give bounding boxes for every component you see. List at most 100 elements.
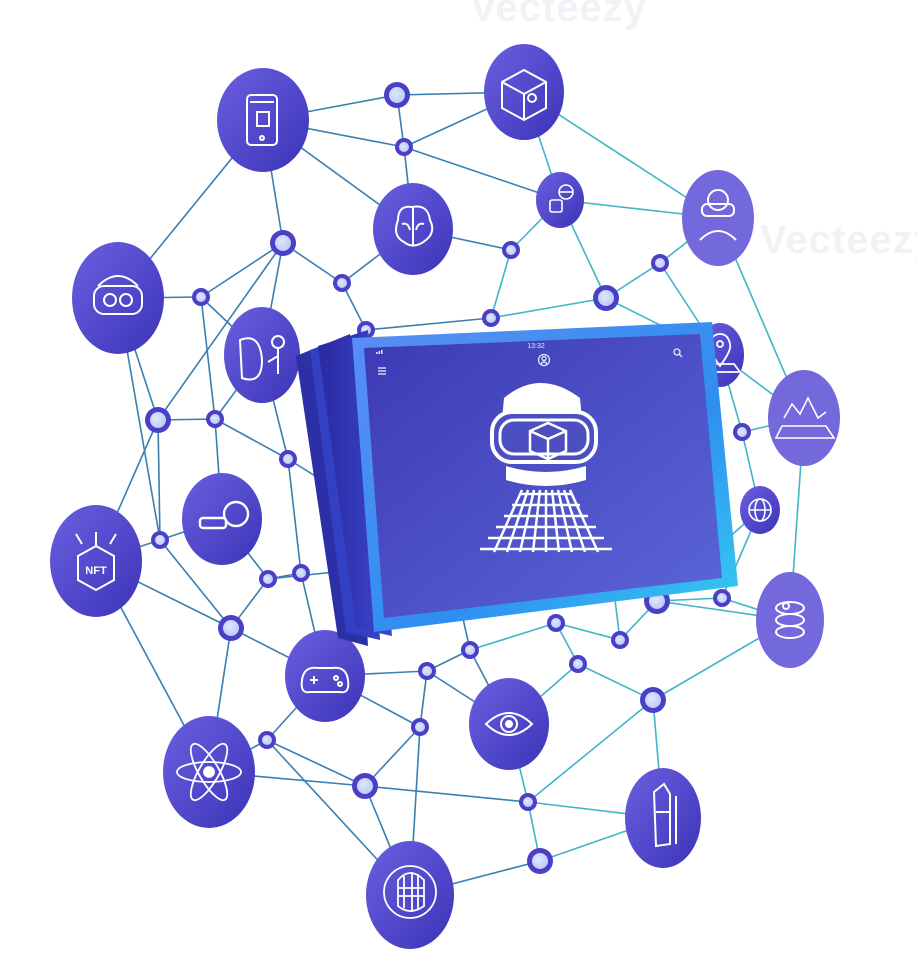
network-junction-core xyxy=(655,258,665,268)
network-edge xyxy=(157,419,161,541)
vr-avatar-icon xyxy=(480,383,612,553)
network-edge xyxy=(490,249,512,319)
network-edge xyxy=(266,739,366,787)
node-fingerprint xyxy=(366,841,454,949)
network-edge xyxy=(200,296,216,420)
hologram-icon xyxy=(238,335,285,381)
brain-icon xyxy=(395,205,434,247)
network-junction-core xyxy=(532,853,548,869)
network-edge xyxy=(403,146,561,201)
network-edge xyxy=(364,785,529,803)
phone-nft-icon xyxy=(246,94,278,146)
eye-icon xyxy=(484,712,534,736)
wireframe-body xyxy=(480,489,612,553)
network-edge xyxy=(365,317,492,331)
search-icon[interactable] xyxy=(673,348,683,358)
terrain-map-icon xyxy=(774,396,836,439)
network-junction-core xyxy=(422,666,432,676)
wireframe-column xyxy=(505,489,530,553)
network-junction-core xyxy=(262,735,272,745)
network-junction-core xyxy=(263,574,273,584)
node-atom xyxy=(163,716,255,828)
network-junction-core xyxy=(150,412,166,428)
signal-icon xyxy=(376,350,383,354)
crypto-coins-icon xyxy=(775,601,805,639)
network-junction-core xyxy=(196,292,206,302)
node-hologram xyxy=(224,307,300,403)
network-junction-core xyxy=(506,245,516,255)
robot-globe-icon xyxy=(549,184,574,213)
node-phone xyxy=(217,68,309,172)
network-edge xyxy=(469,622,557,651)
network-junction-core xyxy=(465,645,475,655)
node-globe xyxy=(740,486,780,534)
network-junction-core xyxy=(389,87,405,103)
metaverse-cube-icon xyxy=(501,68,547,122)
profile-icon[interactable] xyxy=(537,353,551,367)
wireframe-column xyxy=(492,489,524,553)
network-junction-core xyxy=(737,427,747,437)
network-junction-core xyxy=(486,313,496,323)
menu-icon[interactable] xyxy=(378,367,386,375)
network-junction-core xyxy=(155,535,165,545)
nft-label: NFT xyxy=(85,565,107,577)
network-junctions xyxy=(145,82,751,874)
node-vr-user xyxy=(682,170,754,266)
network-edge xyxy=(364,726,421,787)
network-junction-core xyxy=(210,414,220,424)
network-edge xyxy=(159,539,232,629)
node-brain xyxy=(373,183,453,275)
network-edge xyxy=(527,699,654,803)
cube-icon xyxy=(528,421,568,461)
network-junction-core xyxy=(523,797,533,807)
node-vr-pen xyxy=(625,768,701,868)
node-coins xyxy=(756,572,824,668)
vr-pen-icon xyxy=(652,782,677,848)
icon-nodes: NFT xyxy=(50,44,840,949)
node-eye xyxy=(469,678,549,770)
node-nft: NFT xyxy=(50,505,142,617)
network-junction-core xyxy=(296,568,306,578)
network-junction-core xyxy=(573,659,583,669)
node-vr-headset xyxy=(72,242,164,354)
node-cube xyxy=(484,44,564,140)
network-edge xyxy=(490,297,607,319)
network-edge xyxy=(157,242,284,421)
magnifier-icon xyxy=(198,500,250,530)
network-junction-core xyxy=(717,593,727,603)
network-junction-core xyxy=(357,778,373,794)
game-controller-icon xyxy=(300,666,350,694)
network-edge xyxy=(577,663,654,701)
vr-user-icon xyxy=(699,189,737,241)
tablet-status-bar: 13:32 xyxy=(376,343,545,354)
network-edge xyxy=(200,242,284,298)
wireframe-column xyxy=(550,489,561,553)
network-junction-core xyxy=(283,454,293,464)
network-junction-core xyxy=(415,722,425,732)
globe-icon xyxy=(748,498,772,522)
node-magnifier xyxy=(182,473,262,565)
wireframe-column xyxy=(518,489,536,553)
network-edge xyxy=(214,418,289,460)
nft-badge-icon xyxy=(75,532,117,592)
network-junction-core xyxy=(337,278,347,288)
network-junction-core xyxy=(645,692,661,708)
network-edge xyxy=(419,670,428,728)
wireframe-column xyxy=(568,489,600,553)
network-junction-core xyxy=(615,635,625,645)
network-junction-core xyxy=(649,593,665,609)
wireframe-column xyxy=(562,489,587,553)
status-time: 13:32 xyxy=(527,343,545,350)
network-junction-core xyxy=(275,235,291,251)
atom-icon xyxy=(176,742,242,802)
network-edge xyxy=(287,458,302,574)
vr-headset-icon xyxy=(93,275,143,315)
node-robot-globe xyxy=(536,172,584,228)
tablet-device: 13:32 xyxy=(296,322,738,646)
network-junction-core xyxy=(551,618,561,628)
network-edge xyxy=(555,622,621,641)
wireframe-column xyxy=(556,489,574,553)
network-junction-core xyxy=(223,620,239,636)
